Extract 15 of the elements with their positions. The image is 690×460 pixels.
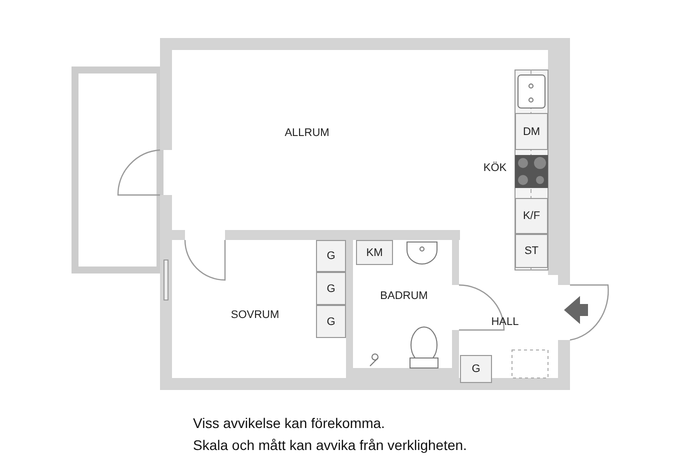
fixture-unit: KM xyxy=(356,240,393,265)
fixture-unit: G xyxy=(316,240,346,272)
fixture-unit: G xyxy=(316,305,346,338)
disclaimer-note: Skala och mått kan avvika från verkligheten. xyxy=(193,437,467,453)
room-name: ALLRUM xyxy=(284,127,330,139)
room-name: SOVRUM xyxy=(230,309,280,321)
fixture-unit: K/F xyxy=(515,198,548,234)
fixture-unit: ST xyxy=(515,234,548,268)
room-name: BADRUM xyxy=(380,290,428,302)
fixture-unit: DM xyxy=(515,113,548,150)
room-name: KÖK xyxy=(483,162,507,174)
room-name: HALL xyxy=(491,316,519,328)
disclaimer-note: Viss avvikelse kan förekomma. xyxy=(193,415,385,431)
fixture-unit: G xyxy=(316,272,346,305)
fixture-unit: G xyxy=(460,355,492,383)
